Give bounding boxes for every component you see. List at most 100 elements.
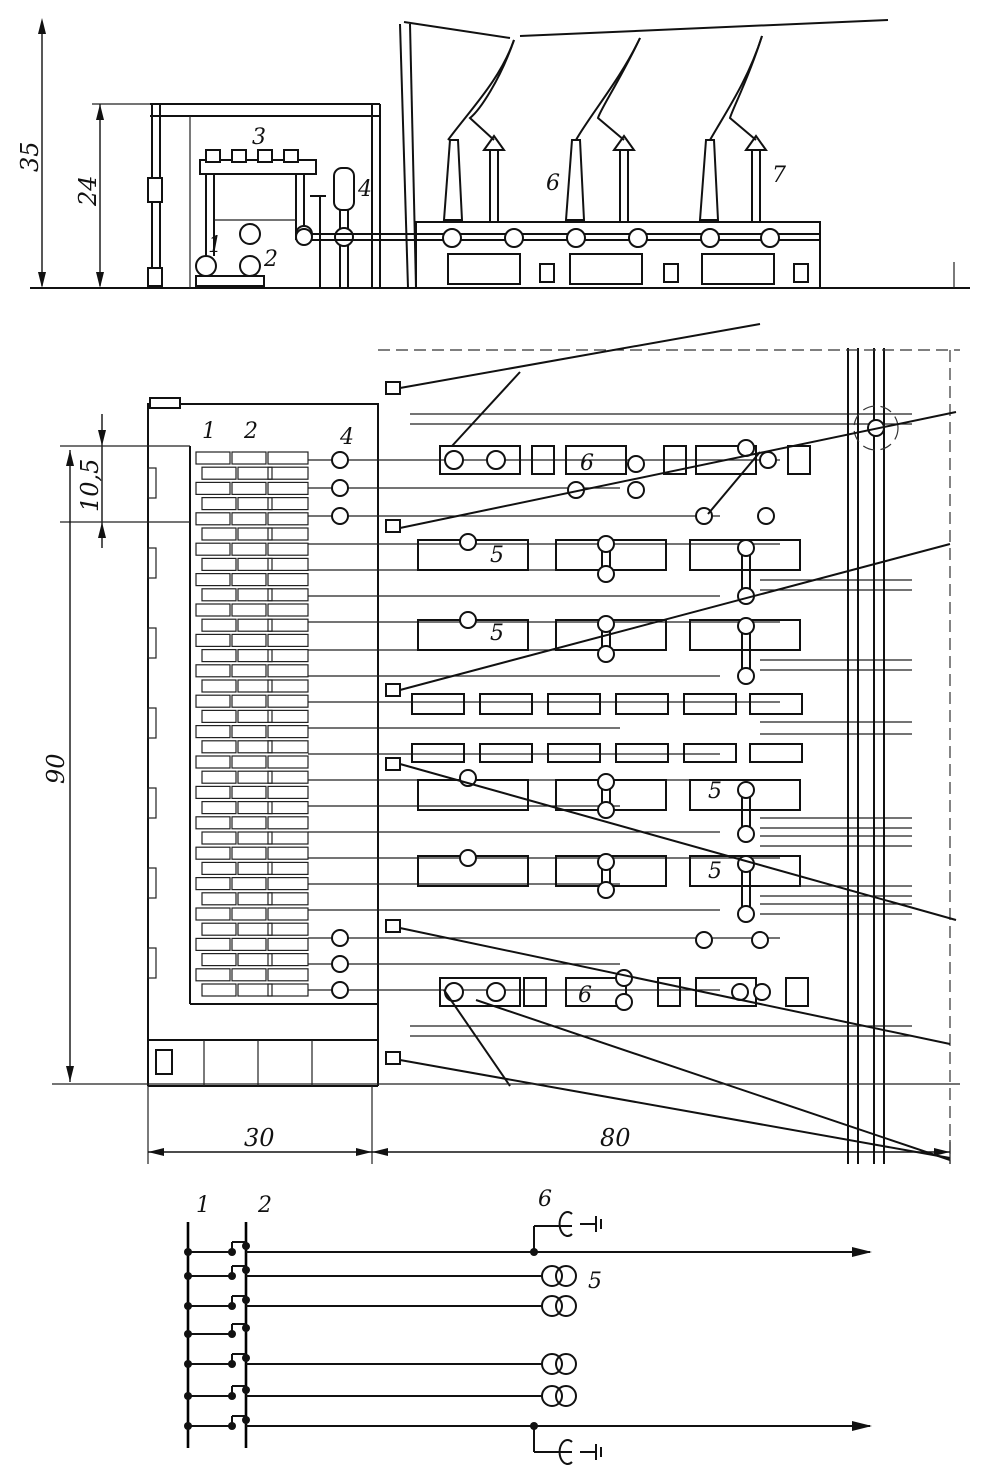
cell-block <box>201 588 237 602</box>
overhead-line <box>399 763 957 921</box>
line-bay-device <box>523 977 547 1007</box>
cell-block <box>267 968 309 982</box>
cell-block <box>267 770 309 784</box>
cell-block <box>267 648 309 663</box>
cell-block <box>267 922 309 936</box>
overhead-line <box>399 323 761 389</box>
disconnector <box>753 983 771 1001</box>
cell-block <box>195 572 231 587</box>
cell-block <box>231 785 267 800</box>
elev-label-7: 7 <box>772 163 786 188</box>
bus-node <box>242 1354 250 1362</box>
line-feeder-top <box>246 1211 872 1257</box>
cell-block <box>201 983 237 997</box>
feeder-cable-end <box>331 955 349 973</box>
cell-block <box>267 603 309 617</box>
feeder-cable-end <box>331 507 349 525</box>
disconnector <box>459 611 477 629</box>
disconnector <box>737 905 755 923</box>
plan-view: 10,5 90 30 80 1 2 4 5 5 5 5 6 6 <box>42 323 960 1164</box>
cell-block <box>267 724 309 739</box>
plan-label-6b: 6 <box>578 983 592 1008</box>
transformer-feeders <box>246 1265 577 1407</box>
overhead-line <box>451 371 521 447</box>
cell-block <box>195 481 231 495</box>
bus-node <box>242 1416 250 1424</box>
disconnector <box>737 825 755 843</box>
cell-block <box>267 892 309 906</box>
cell-block <box>267 542 309 556</box>
line-breaker <box>486 982 506 1002</box>
outdoor-yard <box>378 323 960 1164</box>
disconnector <box>597 535 615 553</box>
cell-block <box>231 846 267 860</box>
line-arrester <box>385 1051 401 1065</box>
cell-block <box>195 968 231 982</box>
dim-label-80: 80 <box>600 1124 631 1152</box>
plan-label-5a: 5 <box>490 543 504 568</box>
wall-niches <box>147 467 157 979</box>
cell-block <box>201 679 237 693</box>
cell-block <box>231 603 267 617</box>
cell-block <box>195 512 231 526</box>
plan-label-2: 2 <box>243 419 258 444</box>
elevation-view: 35 24 <box>16 18 970 289</box>
cell-block <box>231 724 267 739</box>
cell-block <box>267 816 309 830</box>
cell-block <box>267 512 309 526</box>
disconnector <box>597 565 615 583</box>
disconnector <box>597 773 615 791</box>
disconnector <box>737 667 755 685</box>
sch-label-1: 1 <box>196 1193 210 1218</box>
cell-block <box>201 740 237 754</box>
cell-block <box>231 481 267 495</box>
disconnector <box>627 481 645 499</box>
disconnector <box>695 931 713 949</box>
cell-block <box>267 876 309 891</box>
cell-block <box>195 664 231 678</box>
cell-block <box>267 983 309 997</box>
cell-block <box>195 724 231 739</box>
cell-block <box>231 512 267 526</box>
transformer-bay <box>689 779 801 811</box>
feeder-cable-end <box>331 479 349 497</box>
feeder-cable-end <box>331 451 349 469</box>
disconnector <box>597 615 615 633</box>
cell-block <box>201 952 237 967</box>
sch-label-5: 5 <box>588 1269 602 1294</box>
cell-block <box>231 572 267 587</box>
transformer-cell <box>547 743 601 763</box>
line-bay-device <box>657 977 681 1007</box>
plan-label-5c: 5 <box>708 779 722 804</box>
line-feeder-bottom <box>246 1421 872 1465</box>
cell-block <box>201 770 237 784</box>
cell-block <box>267 557 309 572</box>
gantry-mast <box>399 19 889 289</box>
current-transformer-4 <box>333 167 355 288</box>
building-outline <box>147 403 379 1086</box>
cell-block <box>267 572 309 587</box>
cell-block <box>267 664 309 678</box>
cell-block <box>237 952 273 967</box>
transformer-cell <box>479 693 533 715</box>
cell-block <box>267 527 309 541</box>
cell-block <box>231 907 267 921</box>
disconnector <box>627 455 645 473</box>
outgoing-bays <box>415 35 955 289</box>
cell-block <box>237 466 273 480</box>
disconnector <box>737 781 755 799</box>
disconnector <box>737 439 755 457</box>
bus-node <box>242 1266 250 1274</box>
disconnector <box>597 853 615 871</box>
cell-block <box>267 755 309 769</box>
cell-block <box>201 497 237 511</box>
cell-block <box>231 816 267 830</box>
feeder-cable-end <box>331 929 349 947</box>
cell-block <box>231 633 267 648</box>
overhead-line <box>399 1059 951 1159</box>
overhead-line <box>399 543 951 691</box>
bus-apparatus <box>195 149 326 288</box>
cell-block <box>237 557 273 572</box>
